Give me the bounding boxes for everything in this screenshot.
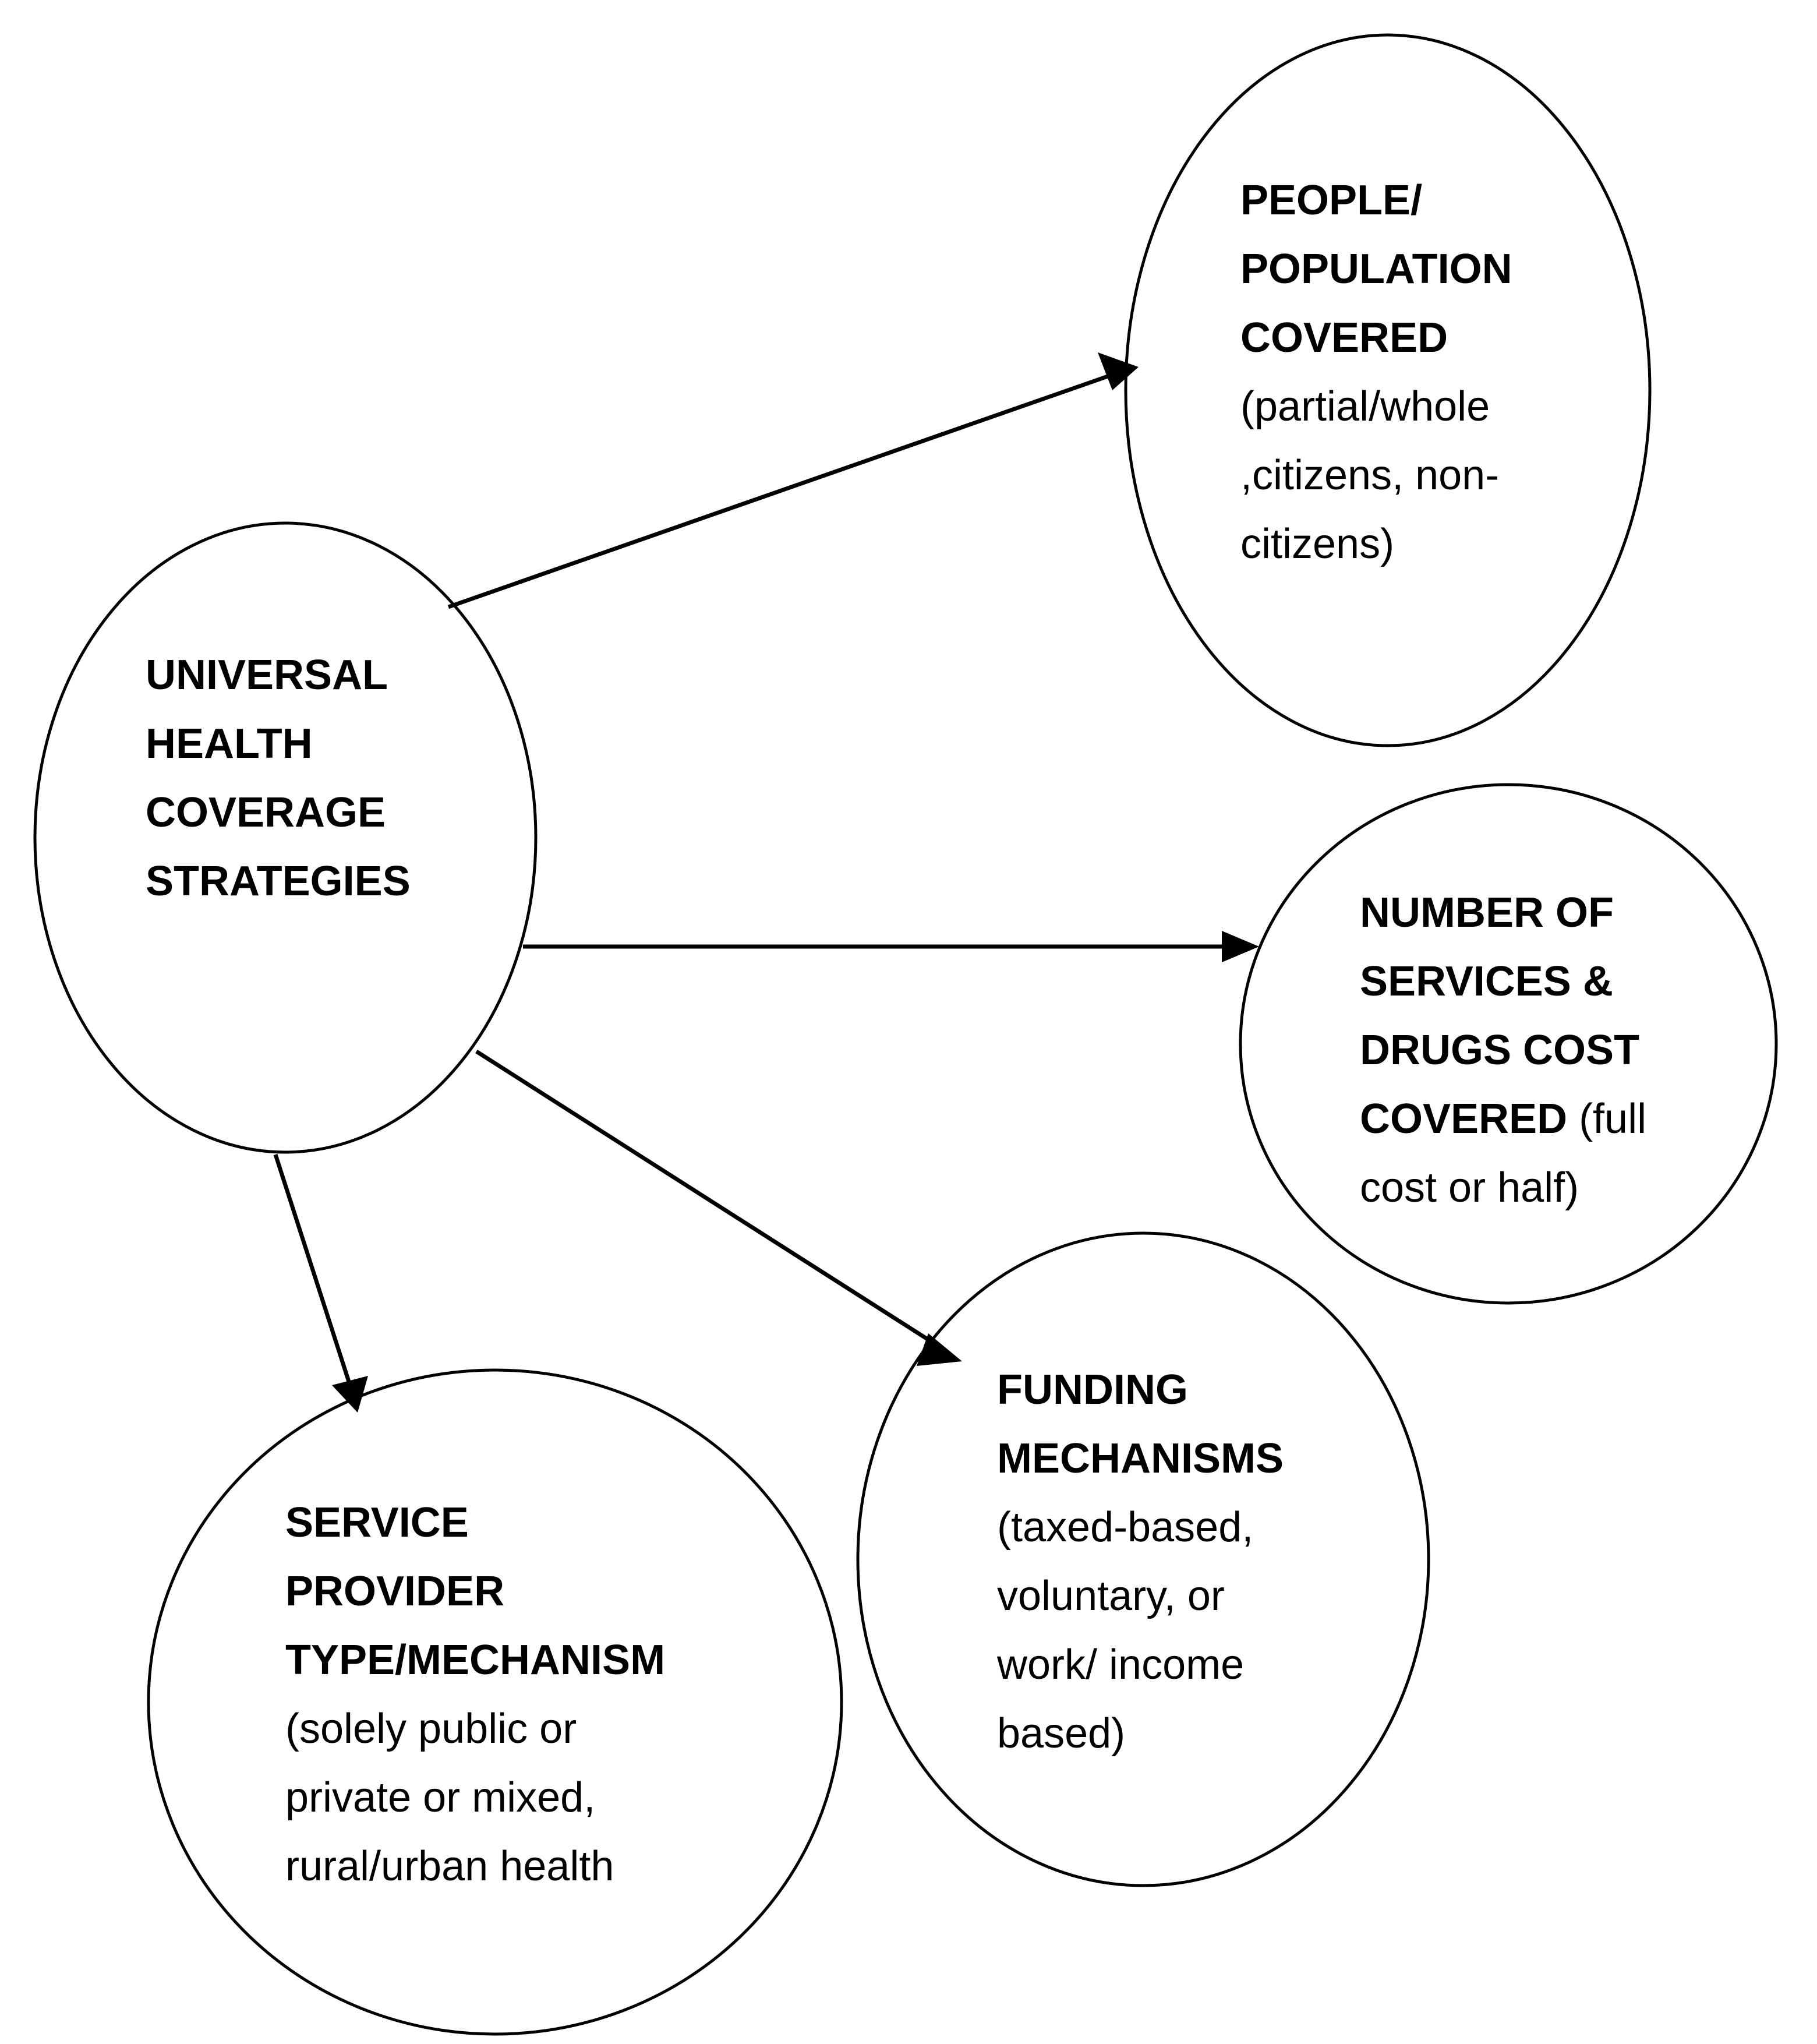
funding-label-line: based) bbox=[997, 1699, 1284, 1768]
people-label-bold-text: COVERED bbox=[1240, 315, 1448, 361]
funding-label-normal-text: (taxed-based, bbox=[997, 1504, 1254, 1551]
arrow-to-provider bbox=[273, 1153, 368, 1413]
center-label-line: UNIVERSAL bbox=[146, 641, 411, 709]
center-label-line: HEALTH bbox=[146, 709, 411, 778]
people-label-bold-text: POPULATION bbox=[1240, 246, 1512, 292]
services-label-normal-text: cost or half) bbox=[1360, 1164, 1579, 1211]
center-label-bold-text: COVERAGE bbox=[146, 789, 386, 836]
funding-label-line: MECHANISMS bbox=[997, 1424, 1284, 1493]
people-label-line: COVERED bbox=[1240, 303, 1512, 372]
funding-label-normal-text: work/ income bbox=[997, 1641, 1245, 1688]
funding-label-line: work/ income bbox=[997, 1630, 1284, 1699]
provider-label-normal-text: (solely public or bbox=[285, 1706, 577, 1752]
funding-node-ellipse bbox=[856, 1231, 1430, 1887]
services-label-line: cost or half) bbox=[1360, 1153, 1646, 1222]
funding-label-bold-text: MECHANISMS bbox=[997, 1435, 1284, 1482]
people-label-bold-text: PEOPLE/ bbox=[1240, 177, 1423, 224]
services-label-normal-text: (full bbox=[1567, 1096, 1647, 1142]
people-label-normal-text: citizens) bbox=[1240, 521, 1395, 567]
provider-node-ellipse bbox=[147, 1368, 843, 2036]
services-label-line: SERVICES & bbox=[1360, 947, 1646, 1016]
funding-label-normal-text: voluntary, or bbox=[997, 1573, 1225, 1619]
funding-label-normal-text: based) bbox=[997, 1710, 1126, 1757]
services-label-line: NUMBER OF bbox=[1360, 878, 1646, 947]
funding-node-label: FUNDING MECHANISMS (taxed-based, voluntary,… bbox=[997, 1355, 1284, 1768]
provider-label-bold-text: TYPE/MECHANISM bbox=[285, 1637, 666, 1683]
center-label-bold-text: HEALTH bbox=[146, 721, 313, 767]
people-label-normal-text: (partial/whole bbox=[1240, 383, 1490, 430]
funding-label-line: voluntary, or bbox=[997, 1562, 1284, 1630]
provider-label-line: private or mixed, bbox=[285, 1763, 665, 1832]
people-label-line: PEOPLE/ bbox=[1240, 166, 1512, 235]
provider-label-line: TYPE/MECHANISM bbox=[285, 1626, 665, 1694]
services-node-ellipse bbox=[1239, 783, 1778, 1305]
funding-label-line: FUNDING bbox=[997, 1355, 1284, 1424]
provider-label-normal-text: private or mixed, bbox=[285, 1774, 596, 1821]
services-label-line: DRUGS COST bbox=[1360, 1016, 1646, 1085]
services-label-bold-text: SERVICES & bbox=[1360, 958, 1613, 1005]
funding-label-line: (taxed-based, bbox=[997, 1493, 1284, 1562]
provider-label-line: PROVIDER bbox=[285, 1557, 665, 1626]
provider-label-normal-text: rural/urban health bbox=[285, 1843, 614, 1890]
provider-label-line: (solely public or bbox=[285, 1694, 665, 1763]
provider-label-line: rural/urban health bbox=[285, 1832, 665, 1901]
people-node-label: PEOPLE/POPULATION COVERED (partial/whole ,c… bbox=[1240, 166, 1512, 578]
center-node-ellipse bbox=[33, 521, 538, 1154]
services-label-bold-text: DRUGS COST bbox=[1360, 1027, 1640, 1074]
provider-label-line: SERVICE bbox=[285, 1488, 665, 1557]
center-label-bold-text: UNIVERSAL bbox=[146, 652, 388, 698]
people-label-line: citizens) bbox=[1240, 510, 1512, 578]
people-node-ellipse bbox=[1124, 33, 1652, 747]
people-label-line: POPULATION bbox=[1240, 235, 1512, 303]
provider-label-bold-text: PROVIDER bbox=[285, 1568, 505, 1615]
arrow-to-services bbox=[523, 931, 1259, 962]
people-label-line: (partial/whole bbox=[1240, 372, 1512, 441]
people-label-normal-text: ,citizens, non- bbox=[1240, 452, 1500, 499]
provider-label-bold-text: SERVICE bbox=[285, 1499, 469, 1546]
center-label-line: STRATEGIES bbox=[146, 847, 411, 916]
people-label-line: ,citizens, non- bbox=[1240, 441, 1512, 510]
center-label-line: COVERAGE bbox=[146, 778, 411, 847]
services-node-label: NUMBER OF SERVICES & DRUGS COST COVERED (fu… bbox=[1360, 878, 1646, 1222]
center-node-label: UNIVERSAL HEALTH COVERAGE STRATEGIES bbox=[146, 641, 411, 916]
services-label-bold-text: COVERED bbox=[1360, 1096, 1568, 1142]
funding-label-bold-text: FUNDING bbox=[997, 1367, 1188, 1413]
services-label-line: COVERED (full bbox=[1360, 1085, 1646, 1153]
arrow-to-people bbox=[447, 352, 1139, 609]
provider-node-label: SERVICE PROVIDER TYPE/MECHANISM (solely pub… bbox=[285, 1488, 665, 1901]
services-label-bold-text: NUMBER OF bbox=[1360, 889, 1614, 936]
arrow-to-funding bbox=[475, 1050, 962, 1366]
center-label-bold-text: STRATEGIES bbox=[146, 858, 411, 905]
